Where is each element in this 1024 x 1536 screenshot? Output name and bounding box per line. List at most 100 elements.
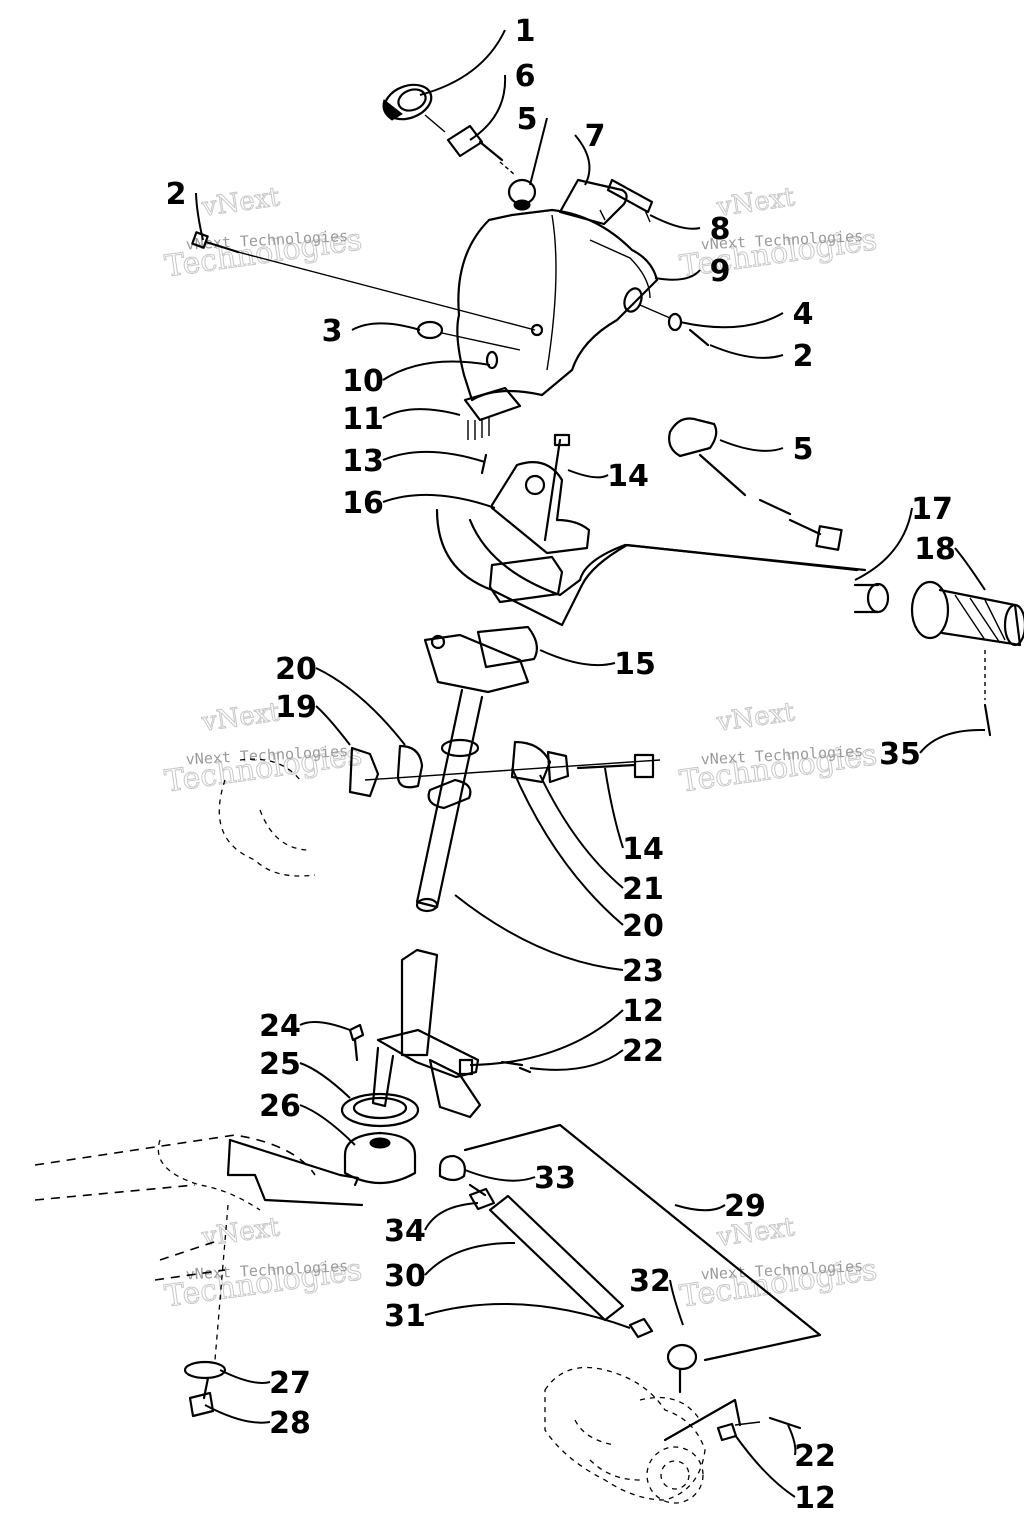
callout-number: 27	[269, 1366, 311, 1401]
callout-leader	[649, 214, 701, 230]
callout-leader	[382, 493, 496, 509]
callout-number: 5	[517, 102, 538, 137]
watermark-line1: vNext	[199, 697, 282, 738]
callout-27: 27	[219, 1366, 311, 1401]
callout-1: 1	[419, 14, 536, 96]
callout-31: 31	[384, 1299, 631, 1334]
callout-leader	[419, 29, 506, 96]
callout-leader	[539, 774, 624, 889]
callout-leader	[709, 344, 784, 359]
callout-6: 6	[469, 59, 536, 141]
bolt-part-14-lower	[576, 753, 655, 779]
ignition-switch-part-1	[382, 83, 446, 133]
callout-number: 15	[614, 647, 656, 682]
callout-number: 25	[259, 1047, 301, 1082]
callout-leader	[424, 1303, 631, 1329]
callout-number: 12	[622, 994, 664, 1029]
callout-number: 3	[322, 314, 343, 349]
callout-leader	[567, 469, 609, 479]
watermark-line1: vNext	[714, 697, 797, 738]
callout-number: 9	[710, 254, 731, 289]
callout-leader	[954, 547, 986, 591]
callout-22: 22	[787, 1424, 836, 1474]
callout-leader	[787, 1424, 797, 1456]
callout-3: 3	[322, 314, 421, 349]
callout-number: 8	[710, 212, 731, 247]
callout-32: 32	[629, 1264, 684, 1326]
callout-number: 6	[515, 59, 536, 94]
callout-number: 28	[269, 1406, 311, 1441]
callout-35: 35	[879, 728, 986, 772]
key-part-6	[446, 124, 516, 176]
callout-leader	[464, 1169, 536, 1182]
callout-number: 7	[585, 119, 606, 154]
callout-number: 1	[515, 14, 536, 49]
callout-number: 30	[384, 1259, 426, 1294]
bolt-washer-parts-27-28	[183, 1360, 227, 1418]
frame-outline-dashed	[34, 758, 706, 1504]
callout-number: 22	[794, 1439, 836, 1474]
callout-number: 18	[914, 532, 956, 567]
visor-parts-7-8	[558, 178, 654, 226]
callout-leader	[195, 192, 204, 241]
callout-number: 33	[534, 1161, 576, 1196]
callout-23: 23	[454, 894, 664, 989]
callout-leader	[382, 450, 486, 463]
callout-number: 2	[166, 177, 187, 212]
callout-leader	[654, 269, 701, 281]
grip-part-18	[910, 580, 1024, 647]
callout-number: 5	[793, 432, 814, 467]
callout-leader	[315, 705, 351, 746]
callout-33: 33	[464, 1161, 576, 1196]
callout-5: 5	[517, 102, 548, 186]
tie-rod-parts-30-31-33-34	[438, 1154, 698, 1394]
callout-leader	[539, 649, 616, 667]
callout-20: 20	[275, 652, 406, 746]
callout-2: 2	[166, 177, 204, 241]
wiring-switch-part-5	[668, 417, 843, 551]
callout-14: 14	[604, 767, 664, 867]
callout-16: 16	[342, 486, 496, 521]
callout-leader	[604, 767, 624, 849]
callout-34: 34	[384, 1202, 479, 1249]
callout-leader	[299, 1020, 351, 1031]
callout-leader	[204, 1404, 271, 1424]
callout-21: 21	[539, 774, 664, 907]
callout-30: 30	[384, 1241, 516, 1294]
callout-26: 26	[259, 1089, 356, 1146]
callout-18: 18	[914, 532, 986, 591]
callout-leader	[679, 312, 784, 329]
callout-leader	[299, 1104, 356, 1146]
callout-leader	[315, 667, 406, 746]
callout-leader	[854, 507, 913, 581]
callout-15: 15	[539, 647, 656, 682]
callout-number: 20	[622, 909, 664, 944]
callout-9: 9	[654, 254, 731, 289]
callout-number: 13	[342, 444, 384, 479]
callout-leader	[469, 1009, 624, 1066]
callout-29: 29	[674, 1189, 766, 1224]
bolt-part-24	[348, 1023, 365, 1062]
callout-leader	[529, 117, 548, 186]
callout-leader	[382, 408, 461, 419]
callout-leader	[511, 767, 624, 926]
callout-2: 2	[709, 339, 813, 374]
callout-leader	[574, 134, 591, 186]
explosion-lines	[214, 1123, 822, 1442]
callout-4: 4	[679, 297, 813, 332]
callout-leader	[424, 1241, 516, 1276]
callout-number: 11	[342, 402, 384, 437]
callout-number: 16	[342, 486, 384, 521]
callout-number: 12	[794, 1481, 836, 1516]
callout-number: 34	[384, 1214, 426, 1249]
pin-part-35	[983, 650, 992, 737]
callout-leader	[299, 1062, 351, 1099]
callout-leader	[734, 1434, 796, 1498]
watermark-line1: vNext	[199, 182, 282, 223]
callout-leader	[669, 1279, 684, 1326]
callout-24: 24	[259, 1009, 351, 1044]
steering-post-lower	[371, 948, 532, 1119]
console-housing	[456, 208, 659, 402]
